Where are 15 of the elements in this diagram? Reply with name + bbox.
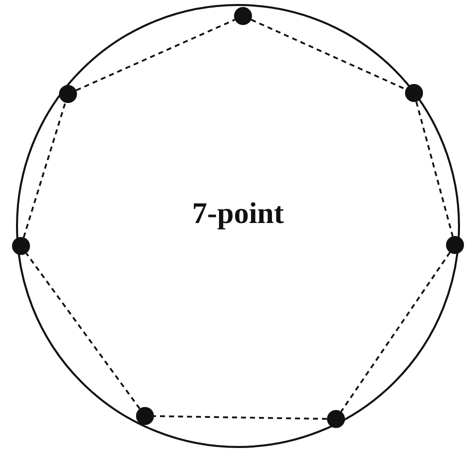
point-dot xyxy=(446,236,464,254)
dashed-line xyxy=(340,252,451,412)
point-dot xyxy=(136,407,154,425)
point-dot xyxy=(234,7,252,25)
point-dot xyxy=(405,84,423,102)
point-dot xyxy=(327,410,345,428)
figure-label: 7-point xyxy=(192,197,284,231)
dashed-line xyxy=(154,415,328,420)
dashed-line xyxy=(22,102,66,238)
dashed-line xyxy=(76,18,236,92)
dashed-line xyxy=(415,101,454,237)
point-dot xyxy=(59,85,77,103)
point-dot xyxy=(12,237,30,255)
dashed-line xyxy=(26,252,140,410)
dashed-line xyxy=(250,18,406,90)
